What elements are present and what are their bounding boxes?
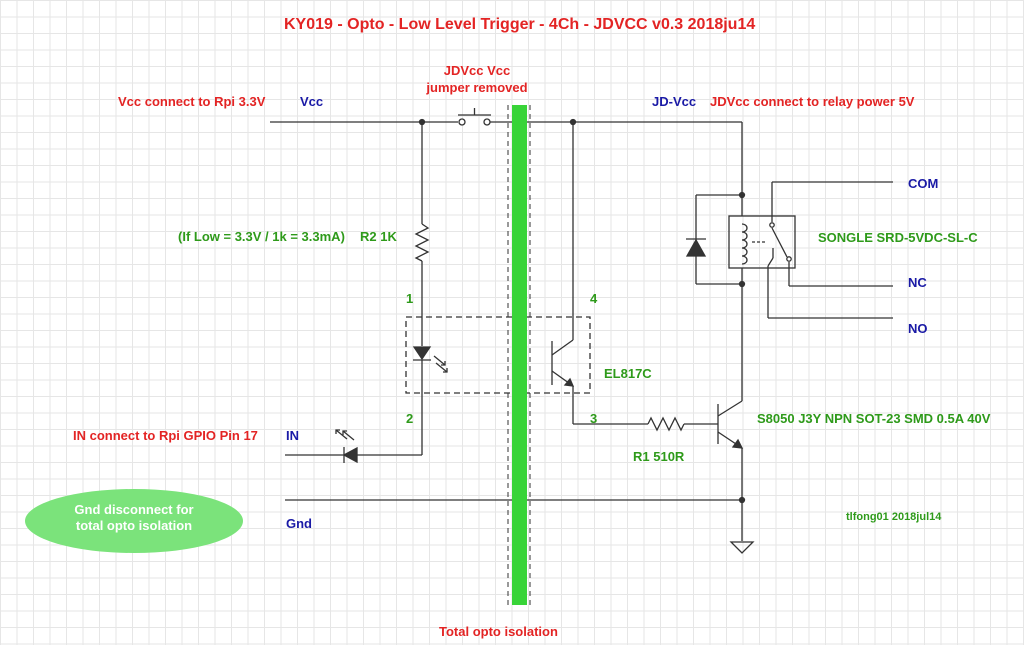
flyback-diode: [685, 238, 707, 257]
diagram-title: KY019 - Opto - Low Level Trigger - 4Ch -…: [284, 16, 756, 33]
pin1-label: 1: [406, 291, 414, 306]
vcc-connect-label: Vcc connect to Rpi 3.3V: [118, 94, 266, 109]
r2-resistor: [414, 223, 430, 262]
pin2-label: 2: [406, 411, 414, 426]
pin4-label: 4: [590, 291, 598, 306]
jdvcc-connect-label: JDVcc connect to relay power 5V: [710, 94, 915, 109]
jd-vcc-net-label: JD-Vcc: [652, 94, 697, 109]
com-label: COM: [908, 176, 939, 191]
ground-symbol: [729, 541, 755, 554]
in-led: [335, 429, 358, 464]
r1-resistor: [647, 416, 685, 432]
author-label: tlfong01 2018jul14: [846, 511, 942, 523]
opto-led: [412, 346, 448, 373]
no-label: NO: [908, 321, 928, 336]
jumper-label-2: jumper removed: [426, 80, 528, 95]
jumper-label-1: JDVcc Vcc: [443, 63, 511, 78]
gnd-note-line1: Gnd disconnect for: [74, 502, 194, 517]
relay-coil: [741, 223, 748, 265]
opto-model-label: EL817C: [604, 366, 652, 381]
npn-transistor: [717, 400, 744, 449]
isolation-label: Total opto isolation: [439, 624, 558, 639]
vcc-net-label: Vcc: [300, 94, 324, 109]
r1-label: R1 510R: [633, 449, 685, 464]
in-net-label: IN: [286, 428, 299, 443]
relay-model-label: SONGLE SRD-5VDC-SL-C: [818, 230, 978, 245]
jumper-switch: [458, 108, 491, 126]
in-connect-label: IN connect to Rpi GPIO Pin 17: [73, 428, 258, 443]
transistor-model-label: S8050 J3Y NPN SOT-23 SMD 0.5A 40V: [757, 411, 991, 426]
current-note-label: (If Low = 3.3V / 1k = 3.3mA): [178, 229, 345, 244]
gnd-net-label: Gnd: [286, 516, 312, 531]
r2-label: R2 1K: [360, 229, 397, 244]
isolation-bar: [512, 105, 527, 605]
nc-label: NC: [908, 275, 927, 290]
relay-box: [728, 215, 796, 269]
gnd-note-bubble: Gnd disconnect for total opto isolation: [25, 489, 243, 553]
gnd-note-line2: total opto isolation: [75, 518, 193, 533]
optocoupler-box: [405, 316, 591, 394]
pin3-label: 3: [590, 411, 598, 426]
